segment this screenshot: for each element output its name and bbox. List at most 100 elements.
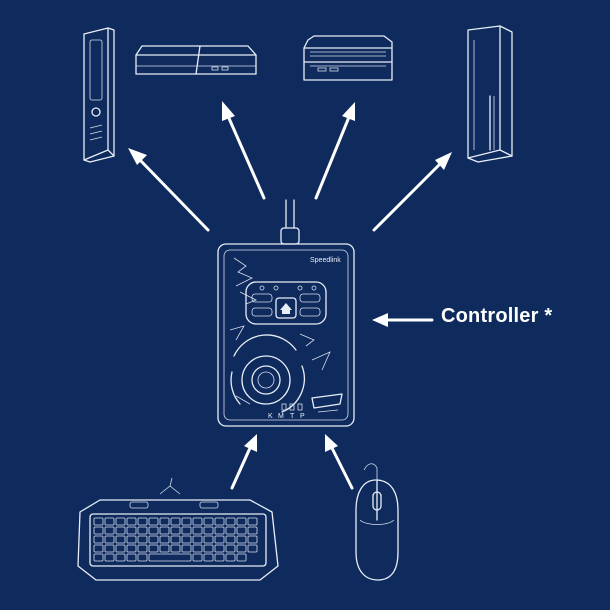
arrow-to-xbox-360 — [128, 148, 210, 232]
keyboard-keys — [93, 517, 258, 562]
keyboard-key — [115, 535, 126, 544]
mode-led — [297, 285, 303, 291]
keyboard-key — [225, 535, 236, 544]
keyboard-key — [93, 544, 104, 553]
keyboard-key — [247, 544, 258, 553]
keyboard-key — [148, 535, 159, 544]
keyboard-key — [126, 553, 137, 562]
arrow-from-keyboard — [230, 434, 257, 490]
keyboard-key — [148, 517, 159, 526]
keyboard-key — [225, 544, 236, 553]
home-button — [275, 297, 297, 319]
keyboard-key — [214, 526, 225, 535]
keyboard-key — [236, 544, 247, 553]
keyboard-key — [214, 544, 225, 553]
keyboard-key — [170, 517, 181, 526]
mode-letter: P — [300, 413, 305, 420]
keyboard-key — [93, 553, 104, 562]
keyboard-key — [115, 553, 126, 562]
mode-button — [251, 307, 273, 317]
mouse-device — [355, 463, 399, 581]
arrow-to-ps3 — [314, 102, 355, 200]
keyboard-key — [137, 544, 148, 553]
arrow-to-ps4 — [222, 101, 266, 200]
ps4-console — [135, 45, 257, 75]
keyboard-key — [181, 526, 192, 535]
arrow-to-xbox-one — [372, 152, 452, 232]
keyboard-key — [115, 544, 126, 553]
keyboard-key — [115, 517, 126, 526]
xbox-360-console — [83, 27, 115, 163]
keyboard-key — [104, 517, 115, 526]
keyboard-key — [137, 517, 148, 526]
keyboard-key — [214, 553, 225, 562]
mode-led — [259, 285, 265, 291]
keyboard-key — [236, 553, 247, 562]
xbox-one-console — [467, 25, 513, 163]
keyboard-key — [236, 526, 247, 535]
controller-adapter: Speedlink — [217, 243, 355, 427]
keyboard-key — [170, 544, 181, 553]
keyboard-key — [181, 517, 192, 526]
keyboard-key — [214, 517, 225, 526]
keyboard-key — [159, 544, 170, 553]
mode-button-panel — [245, 281, 327, 325]
keyboard-key — [247, 535, 258, 544]
mode-letter: K — [268, 413, 273, 420]
keyboard-device — [77, 477, 279, 581]
analog-dial — [230, 334, 305, 413]
keyboard-key — [225, 526, 236, 535]
keyboard-key — [137, 526, 148, 535]
keyboard-key — [159, 517, 170, 526]
keyboard-key — [203, 526, 214, 535]
keyboard-key — [170, 526, 181, 535]
keyboard-key — [203, 544, 214, 553]
keyboard-key — [181, 535, 192, 544]
keyboard-key — [203, 517, 214, 526]
keyboard-key — [126, 544, 137, 553]
keyboard-key — [148, 526, 159, 535]
keyboard-key — [137, 553, 148, 562]
keyboard-key — [192, 526, 203, 535]
keyboard-key — [148, 544, 159, 553]
arrow-to-controller — [372, 313, 434, 327]
keyboard-key — [192, 553, 203, 562]
keyboard-key — [126, 517, 137, 526]
ps3-console — [303, 35, 393, 81]
keyboard-key — [115, 526, 126, 535]
keyboard-key — [181, 544, 192, 553]
arrow-from-mouse — [325, 434, 354, 490]
keyboard-key — [137, 535, 148, 544]
keyboard-key — [93, 535, 104, 544]
controller-brand-logo: Speedlink — [310, 257, 341, 264]
keyboard-key — [93, 526, 104, 535]
keyboard-key — [148, 553, 192, 562]
keyboard-key — [192, 535, 203, 544]
keyboard-key — [236, 517, 247, 526]
keyboard-key — [93, 517, 104, 526]
keyboard-key — [192, 517, 203, 526]
keyboard-key — [214, 535, 225, 544]
keyboard-key — [247, 526, 258, 535]
mode-letter: T — [290, 413, 295, 420]
keyboard-key — [236, 535, 247, 544]
mode-button — [299, 307, 321, 317]
controller-label: Controller * — [441, 305, 553, 327]
mode-led — [273, 285, 279, 291]
keyboard-key — [170, 535, 181, 544]
keyboard-key — [104, 526, 115, 535]
keyboard-key — [104, 535, 115, 544]
keyboard-key — [225, 553, 236, 562]
keyboard-key — [247, 517, 258, 526]
mode-led — [311, 285, 317, 291]
keyboard-key — [159, 535, 170, 544]
keyboard-key — [225, 517, 236, 526]
keyboard-key — [126, 535, 137, 544]
mouse-scroll-wheel — [372, 491, 382, 511]
keyboard-key — [104, 544, 115, 553]
mode-letter: M — [278, 413, 284, 420]
keyboard-key — [203, 553, 214, 562]
keyboard-key — [203, 535, 214, 544]
mode-button — [299, 293, 321, 303]
